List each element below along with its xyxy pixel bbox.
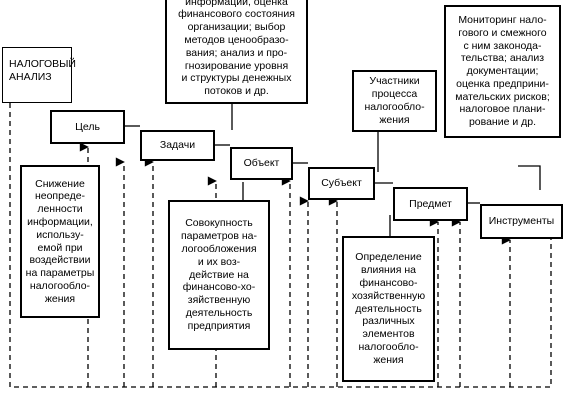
goal-description: Снижение неопреде- ленности информации, … <box>20 165 100 318</box>
stage-object: Объект <box>230 147 293 180</box>
stage-object-label: Объект <box>243 157 280 170</box>
object-description: Совокупность параметров на- логообложени… <box>168 200 270 350</box>
stage-subject-label: Субъект <box>321 177 362 190</box>
tools-description-text: Мониторинг нало- гового и смежного с ним… <box>455 13 550 129</box>
subject-description-text: Участники процесса налогообло- жения <box>364 75 425 126</box>
tools-description: Мониторинг нало- гового и смежного с ним… <box>444 5 561 138</box>
feedback-frame <box>9 103 552 388</box>
tasks-description: информации, оценка финансового состояния… <box>165 0 308 104</box>
matter-description: Определение влияния на финансово- хозяйс… <box>342 236 435 382</box>
stage-goal: Цель <box>50 110 125 144</box>
stage-tasks-label: Задачи <box>159 139 196 152</box>
stage-tasks: Задачи <box>140 130 215 161</box>
stage-matter-label: Предмет <box>409 197 452 210</box>
object-description-text: Совокупность параметров на- логообложени… <box>180 217 258 332</box>
tools-desc-link <box>518 165 541 190</box>
matter-description-text: Определение влияния на финансово- хозяйс… <box>351 251 426 366</box>
stage-tools-label: Инструменты <box>488 215 555 228</box>
stage-goal-label: Цель <box>75 120 100 133</box>
tasks-description-text: информации, оценка финансового состояния… <box>178 0 295 98</box>
goal-description-text: Снижение неопреде- ленности информации, … <box>25 177 95 305</box>
title-text: НАЛОГОВЫЙ АНАЛИЗ <box>9 58 76 83</box>
stage-subject: Субъект <box>308 167 375 200</box>
diagram-title: НАЛОГОВЫЙ АНАЛИЗ <box>2 47 76 103</box>
stage-matter: Предмет <box>393 187 468 221</box>
stage-tools: Инструменты <box>480 204 563 239</box>
subject-description: Участники процесса налогообло- жения <box>352 70 437 132</box>
